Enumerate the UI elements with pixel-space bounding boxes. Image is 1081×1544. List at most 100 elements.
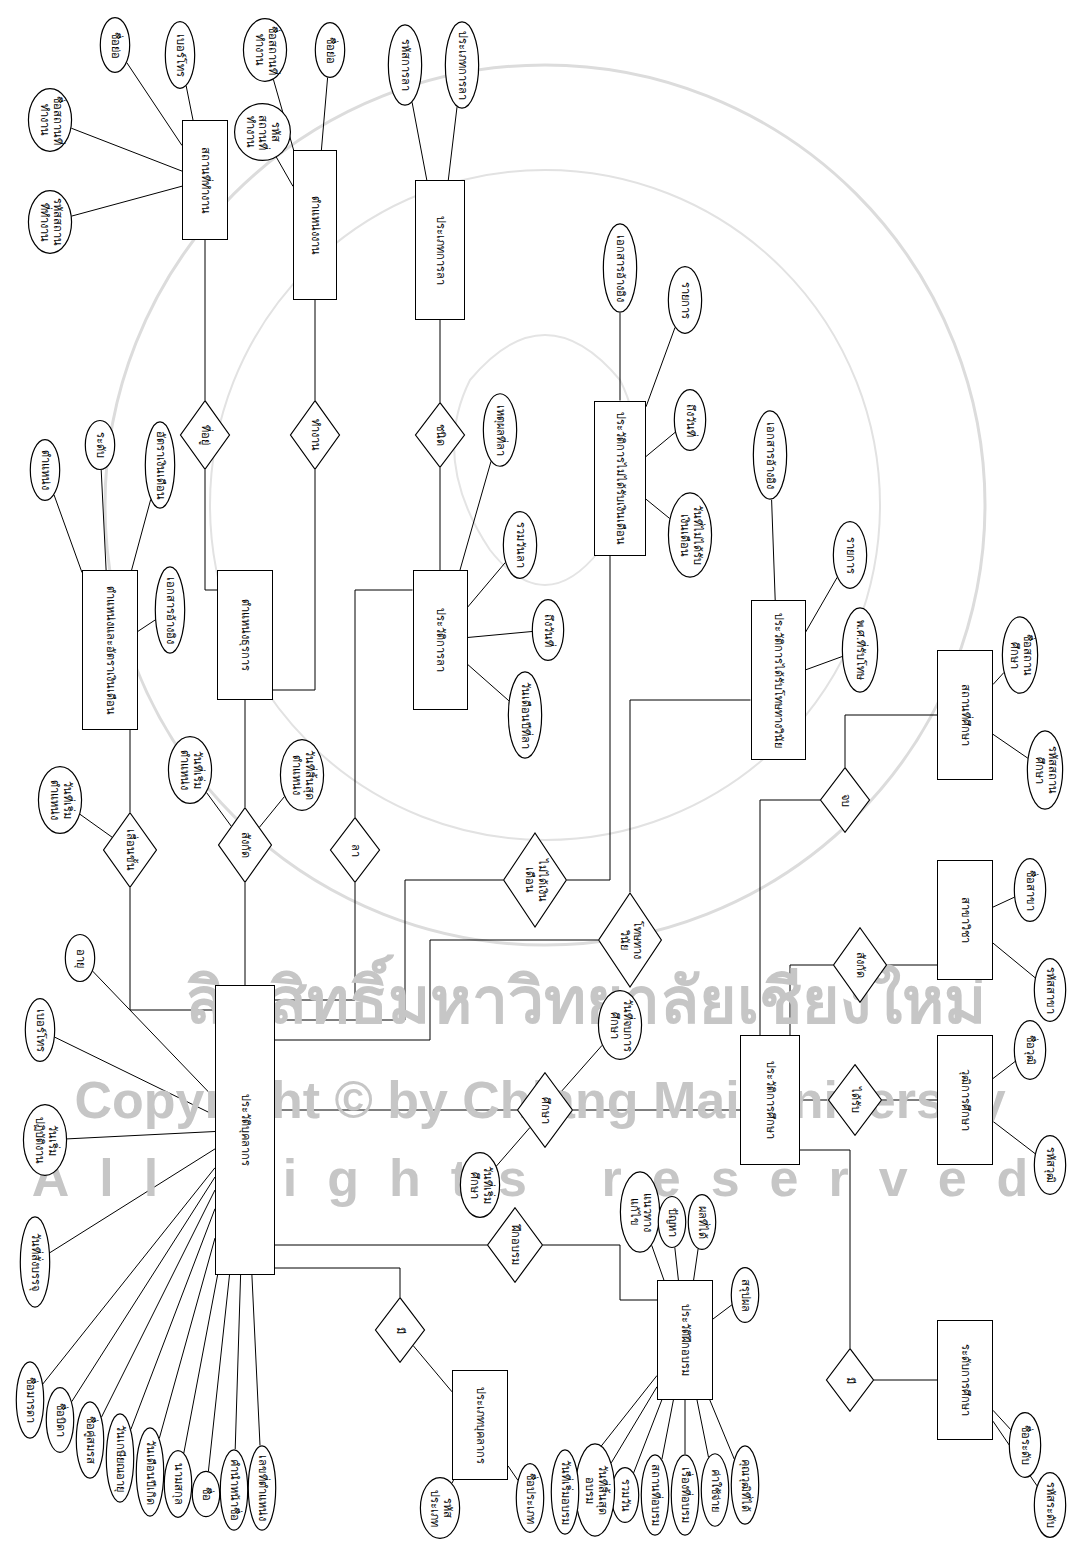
node-label: ชนิด: [434, 424, 447, 446]
attribute-ellipse: ตำแหน่ง: [30, 439, 60, 501]
attribute-ellipse: วันที่สั่งบรรจุ: [20, 1216, 50, 1308]
relationship-line: [874, 1380, 937, 1381]
relationship-line: [543, 1245, 657, 1300]
node-label: ค่าใช้จ่าย: [709, 1469, 722, 1512]
node-label: ชื่อสถานที่ทำงาน: [37, 95, 62, 146]
node-label: คำนำหน้าชื่อ: [228, 1459, 241, 1521]
attribute-ellipse: วันเดือนปีที่ลา: [508, 671, 542, 759]
node-label: เบอร์โทร: [34, 1009, 47, 1052]
relationship-line: [72, 186, 182, 216]
relationship-line: [101, 470, 106, 570]
entity-box: ประวัติการได้รับโทษทางวินัย: [751, 600, 806, 760]
attribute-ellipse: เอกสารอ้างอิง: [753, 410, 787, 500]
relationship-line: [245, 700, 246, 807]
node-label: ทำงาน: [309, 419, 322, 451]
node-label: สังกัด: [854, 952, 867, 978]
seal-ring: [105, 65, 985, 945]
relationship-line: [235, 1275, 240, 1449]
node-label: รายการ: [679, 282, 692, 319]
node-label: จบ: [839, 794, 852, 807]
node-label: ประวัติการไม่ได้รับเงินเดือน: [614, 412, 627, 545]
node-label: รหัสสถานศึกษา: [1032, 738, 1057, 802]
node-label: รหัสการลา: [399, 39, 412, 91]
node-label: สถานที่ศึกษา: [959, 684, 972, 746]
relationship-line: [259, 797, 284, 828]
node-label: รายการ: [844, 537, 857, 574]
node-label: วันเกษียณอายุ: [114, 1425, 127, 1492]
node-label: ชื่อสถานศึกษา: [1007, 624, 1032, 686]
attribute-ellipse: เหตุผลที่ลา: [483, 393, 517, 467]
node-label: วันที่สั่งบรรจุ: [29, 1233, 42, 1291]
attribute-ellipse: ประเภทการลา: [445, 21, 479, 109]
relationship-line: [412, 102, 427, 180]
attribute-ellipse: ถึงวันที่: [532, 599, 564, 661]
attribute-ellipse: ปัญหา: [658, 1196, 686, 1248]
relationship-line: [207, 793, 232, 827]
relationship-line: [252, 1275, 260, 1446]
node-label: สถานที่อบรม: [649, 1464, 662, 1526]
relationship-line: [276, 157, 293, 186]
node-label: เอกสารอ้างอิง: [614, 235, 627, 302]
entity-box: ประเภทการลา: [415, 180, 465, 320]
relationship-line: [567, 556, 610, 881]
attribute-ellipse: ระดับ: [85, 420, 115, 470]
attribute-ellipse: ชื่อสาขา: [1014, 858, 1046, 922]
attribute-ellipse: สถานที่อบรม: [641, 1454, 669, 1536]
node-label: เบอร์โทร: [174, 34, 187, 77]
node-label: อายุ: [74, 949, 87, 968]
node-label: สาขาวิชา: [959, 897, 972, 943]
node-label: สถานที่ทำงาน: [199, 147, 212, 214]
node-label: ชื่อวุฒิ: [1024, 1035, 1037, 1065]
attribute-ellipse: ชื่อสถานที่ทำงาน: [243, 18, 287, 82]
relationship-line: [468, 664, 509, 701]
node-label: ระดับการศึกษา: [959, 1344, 972, 1416]
node-label: ผลที่ได้: [696, 1206, 709, 1239]
entity-box: ประวัติการลา: [413, 570, 468, 710]
attribute-ellipse: ชื่อระดับ: [1009, 1412, 1041, 1478]
relationship-line: [646, 499, 670, 518]
node-label: ประเภทการลา: [434, 216, 447, 285]
node-label: โทษทางวินัย: [617, 914, 642, 967]
entity-box: ประวัติฝึกอบรม: [657, 1280, 713, 1400]
node-label: เอกสารอ้างอิง: [764, 422, 777, 489]
attribute-ellipse: วันที่เริ่มอบรม: [551, 1449, 579, 1535]
attribute-ellipse: วันที่เริ่มตำแหน่ง: [168, 736, 212, 804]
relationship-line: [460, 461, 491, 570]
relationship-line: [448, 107, 457, 180]
relationship-line: [440, 320, 441, 402]
attribute-ellipse: ถึงวันที่: [674, 389, 706, 451]
relationship-diamond: สังกัด: [833, 927, 887, 1003]
relationship-line: [685, 1400, 686, 1454]
node-label: วุฒิการศึกษา: [959, 1069, 972, 1131]
node-label: ชื่อบิดา: [54, 1403, 67, 1437]
relationship-line: [710, 1400, 735, 1459]
node-label: ปัญหา: [666, 1208, 679, 1237]
node-label: วันที่สิ้นสุดอบรม: [582, 1453, 607, 1528]
relationship-line: [772, 500, 776, 600]
relationship-line: [67, 1132, 215, 1139]
relationship-line: [675, 1248, 679, 1281]
node-label: ประวัติบุคลากร: [239, 1094, 252, 1166]
attribute-ellipse: คำนำหน้าชื่อ: [220, 1449, 248, 1531]
attribute-ellipse: รหัสสถานศึกษา: [1027, 730, 1063, 810]
attribute-ellipse: วันที่สิ้นสุดอบรม: [575, 1443, 615, 1537]
attribute-ellipse: คุณวุฒิที่ได้: [731, 1445, 759, 1525]
attribute-ellipse: รหัสสถานที่ทำงาน: [234, 103, 291, 161]
node-label: รหัสระดับ: [1044, 1482, 1057, 1528]
watermark-text: All rights reserved: [32, 1148, 1059, 1208]
relationship-line: [452, 1480, 454, 1483]
node-label: ตำแหน่ง: [39, 450, 52, 490]
node-label: ชื่อย่อ: [109, 32, 122, 59]
attribute-ellipse: รหัสวุฒิ: [1034, 1135, 1066, 1195]
relationship-line: [993, 734, 1028, 758]
node-label: ชื่อคู่สมรส: [84, 1416, 97, 1464]
attribute-ellipse: รหัสระดับ: [1034, 1472, 1066, 1538]
attribute-ellipse: วันเกษียณอายุ: [106, 1413, 134, 1503]
relationship-diamond: สังกัด: [218, 807, 272, 883]
node-label: สรุปผล: [739, 1279, 752, 1312]
attribute-ellipse: พ.ศ.ที่รับโทษ: [842, 607, 878, 693]
entity-box: ประเภทบุคลากร: [452, 1370, 508, 1480]
relationship-line: [205, 240, 206, 400]
attribute-ellipse: ชื่อสถานที่ทำงาน: [28, 88, 72, 152]
